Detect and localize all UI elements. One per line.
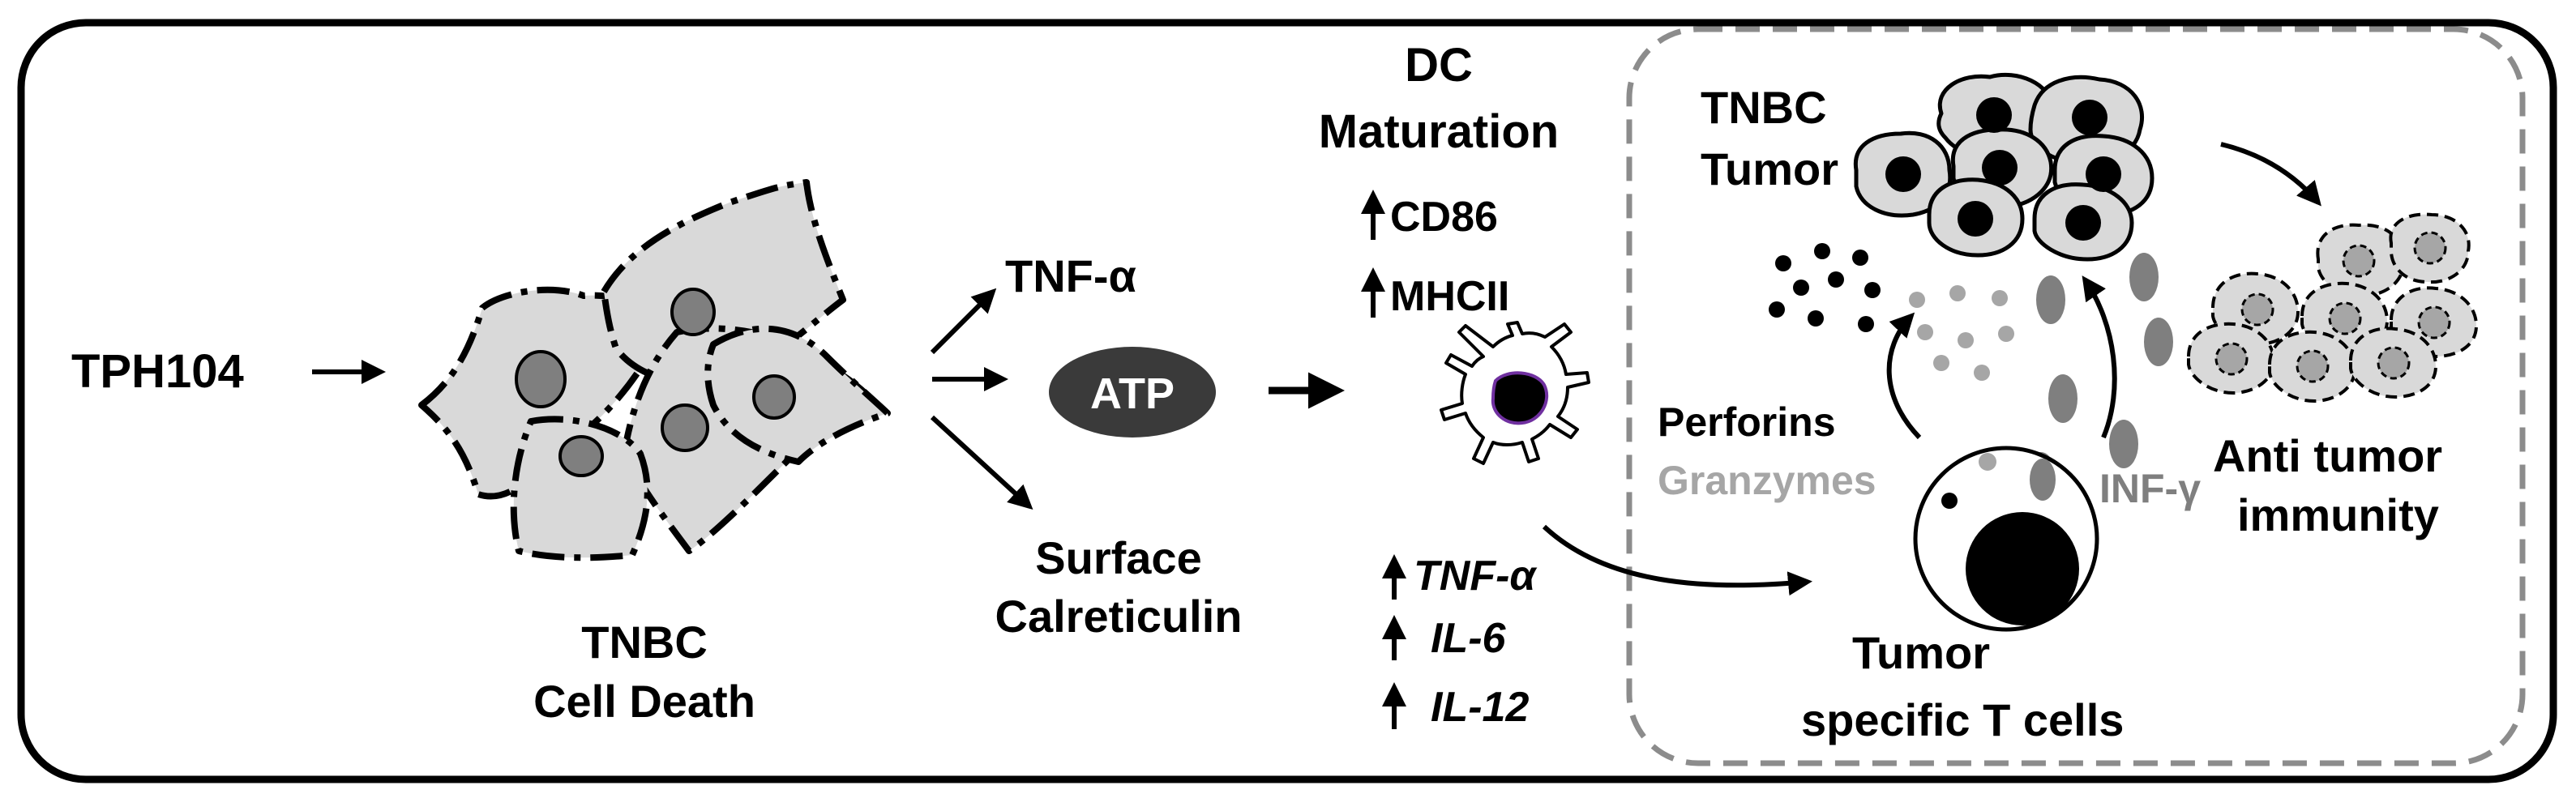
dying-cell-nucleus (752, 374, 796, 420)
t-cell-granule (1941, 493, 1958, 509)
dying-cell-nucleus (670, 288, 716, 336)
dying-tumor-nucleus (2377, 346, 2411, 380)
dying-cell-nucleus (515, 350, 567, 408)
perforin-dot (1775, 255, 1791, 271)
dying-cell-4 (510, 416, 651, 561)
anti-tumor-label-line1: Anti tumor (2213, 430, 2442, 481)
arrow-to-tnf (930, 288, 997, 355)
dying-cell-5 (704, 325, 891, 465)
perforin-dot (1858, 316, 1874, 332)
atp-oval (1049, 347, 1216, 438)
t-cell-nucleus (1966, 512, 2079, 625)
tnf-alpha-gene-label: TNF-α (1414, 553, 1538, 600)
dying-tumor-nucleus (2413, 231, 2447, 265)
granzyme-dot (1998, 326, 2014, 342)
dying-cell-nucleus (661, 403, 709, 452)
granzyme-dot (1974, 365, 1990, 381)
granzyme-dots (1909, 285, 2014, 381)
cell-death-label-line2: Cell Death (533, 676, 755, 727)
cd86-label: CD86 (1390, 194, 1498, 241)
arrow-inf-up (2082, 275, 2117, 439)
perforin-dot (1769, 301, 1785, 318)
tumor-nucleus (2086, 156, 2121, 192)
perforin-dot (1793, 280, 1809, 296)
atp-label: ATP (1090, 369, 1175, 418)
dying-cell-nuclei (515, 288, 796, 477)
tumor-nucleus (1976, 97, 2012, 133)
inf-gamma-oval (2048, 374, 2077, 423)
tumor-nucleus (1885, 156, 1921, 192)
tumor-cell-nuclei (1885, 97, 2121, 241)
surface-label-line2: Calreticulin (995, 591, 1243, 642)
arrow-dc-to-tcell (1542, 524, 1812, 596)
t-cell-granule (1979, 453, 1996, 471)
granzymes-label: Granzymes (1658, 458, 1876, 503)
dying-tumor-nucleus (2214, 342, 2249, 376)
granzyme-dot (1909, 292, 1925, 308)
dying-tumor-nucleus (2328, 301, 2362, 335)
dc-label-line1: DC (1405, 39, 1473, 92)
perforins-label: Perforins (1658, 399, 1836, 445)
mhcii-label: MHCII (1390, 273, 1509, 320)
dying-tumor-nucleus (2342, 244, 2376, 278)
tumor-nucleus (1982, 150, 2018, 186)
perforin-dot (1852, 250, 1868, 266)
tumor-nucleus (2065, 205, 2101, 241)
tcell-label-line2: specific T cells (1801, 694, 2124, 745)
granzyme-dot (1992, 290, 2008, 306)
granzyme-dot (1933, 355, 1949, 371)
anti-tumor-label-line2: immunity (2237, 489, 2439, 540)
dying-tnbc-cells (418, 179, 891, 561)
dying-cell-nucleus (558, 435, 604, 477)
perforin-dots (1769, 243, 1881, 332)
cell-death-label-line1: TNBC (581, 617, 708, 668)
dc-label-line2: Maturation (1319, 105, 1559, 158)
perforin-dot (1808, 310, 1824, 327)
perforin-dot (1828, 271, 1844, 288)
dying-tumor-nucleus (2296, 349, 2330, 383)
il6-label: IL-6 (1431, 615, 1507, 662)
perforin-dot (1814, 243, 1830, 259)
t-cell-granule (2030, 459, 2056, 501)
drug-label: TPH104 (71, 345, 244, 398)
tcell-label-line1: Tumor (1852, 627, 1990, 678)
granzyme-dot (1958, 332, 1974, 348)
inf-gamma-oval (2144, 318, 2173, 366)
tnf-alpha-label: TNF-α (1005, 250, 1136, 301)
dying-tumor-nucleus (2240, 292, 2274, 327)
dying-tumor-nuclei (2214, 231, 2451, 383)
granzyme-dot (1917, 324, 1933, 340)
arrow-tumor-to-dying (2220, 142, 2321, 207)
tumor-label-line2: Tumor (1701, 143, 1838, 194)
dying-tumor-nucleus (2417, 305, 2451, 339)
tumor-nucleus (1958, 201, 1993, 237)
inf-gamma-oval (2036, 275, 2065, 324)
tumor-label-line1: TNBC (1701, 82, 1827, 133)
granzyme-dot (1949, 285, 1966, 301)
t-cell (1913, 446, 2099, 632)
inf-gamma-oval (2129, 253, 2159, 301)
arrow-perforin-up (1886, 312, 1922, 440)
il12-label: IL-12 (1431, 684, 1529, 731)
tumor-microenvironment-panel (1626, 26, 2526, 766)
inf-gamma-oval (2109, 420, 2138, 468)
dendritic-cell-nucleus (1491, 371, 1549, 425)
perforin-dot (1864, 282, 1881, 298)
outer-frame (17, 19, 2557, 783)
inf-gamma-label: INF-γ (2099, 466, 2201, 511)
surface-label-line1: Surface (1035, 532, 1201, 583)
tumor-nucleus (2072, 100, 2107, 135)
dendritic-cell (1440, 321, 1590, 465)
arrow-to-calreticulin (930, 415, 1033, 510)
